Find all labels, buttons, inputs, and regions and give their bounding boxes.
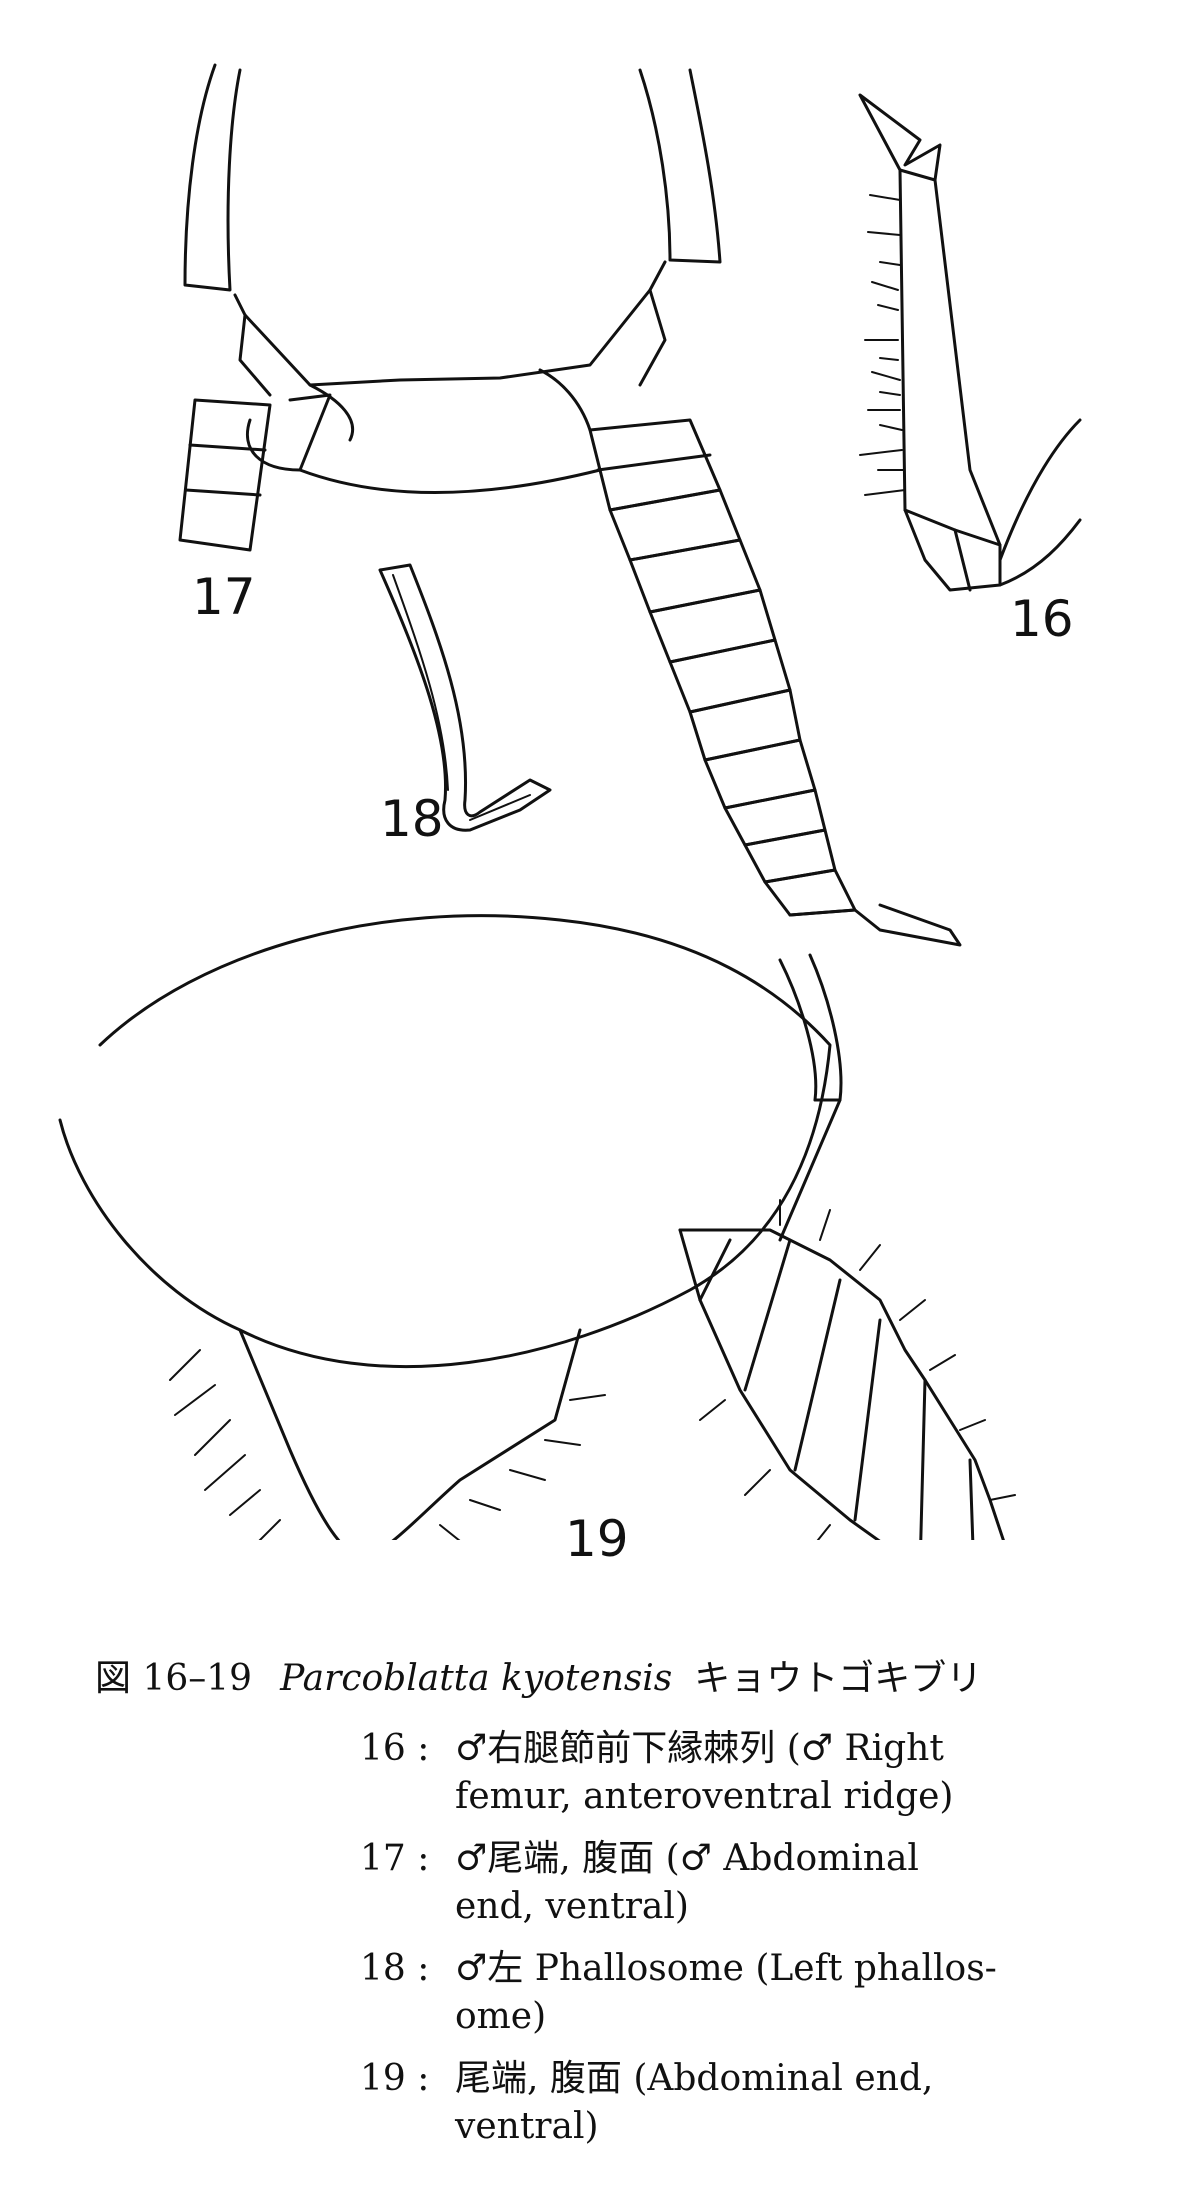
panel-number-17: 17 xyxy=(192,568,256,626)
panel-number-16: 16 xyxy=(1010,590,1074,648)
caption-item-text: 尾端, 腹面 (Abdominal end, ventral) xyxy=(455,2055,1095,2151)
caption-title: 図 16–19 Parcoblatta kyotensis キョウトゴキブリ xyxy=(95,1655,982,1703)
caption-item-text: ♂右腿節前下縁棘列 (♂ Right femur, anteroventral … xyxy=(455,1725,1095,1821)
figure-label: 図 16–19 xyxy=(95,1658,253,1699)
caption-line: end, ventral) xyxy=(455,1886,689,1927)
illustration-plate xyxy=(58,63,1082,1540)
caption-line: femur, anteroventral ridge) xyxy=(455,1776,954,1817)
species-name: Parcoblatta kyotensis xyxy=(280,1658,673,1699)
drawing-17-abdominal-end xyxy=(178,63,962,947)
caption-line: ome) xyxy=(455,1996,547,2037)
panel-number-18: 18 xyxy=(380,790,444,848)
panel-number-19: 19 xyxy=(565,1510,629,1568)
caption-line: ♂尾端, 腹面 (♂ Abdominal xyxy=(455,1838,919,1879)
caption-item-number: 16 : xyxy=(360,1728,430,1769)
caption-item-number: 18 : xyxy=(360,1948,430,1989)
caption-item-number: 19 : xyxy=(360,2058,430,2099)
drawing-19-abdominal-end xyxy=(58,914,1016,1540)
caption-item-text: ♂尾端, 腹面 (♂ Abdominal end, ventral) xyxy=(455,1835,1095,1931)
caption-line: ventral) xyxy=(455,2106,599,2147)
caption-item-number: 17 : xyxy=(360,1838,430,1879)
japanese-name: キョウトゴキブリ xyxy=(694,1658,983,1699)
drawing-16-femur xyxy=(858,93,1082,592)
caption-item-text: ♂左 Phallosome (Left phallos- ome) xyxy=(455,1945,1095,2041)
caption-line: ♂左 Phallosome (Left phallos- xyxy=(455,1948,997,1989)
caption-line: ♂右腿節前下縁棘列 (♂ Right xyxy=(455,1728,944,1769)
caption-line: 尾端, 腹面 (Abdominal end, xyxy=(455,2058,934,2099)
drawing-18-phallosome xyxy=(378,563,552,832)
